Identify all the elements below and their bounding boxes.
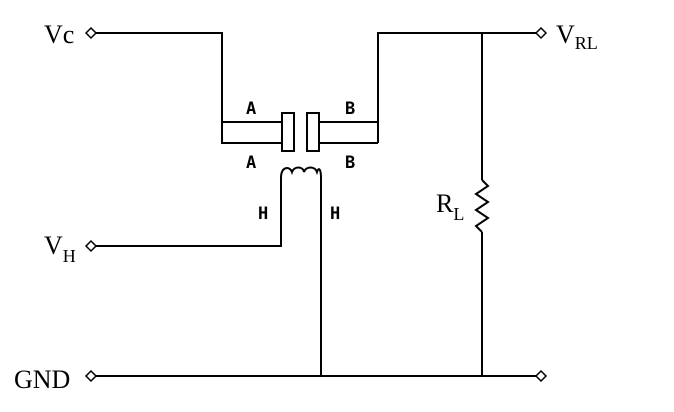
resistor-rl [474, 179, 490, 233]
wire-vc-to-electrode-a [96, 32, 282, 144]
terminal-vc [84, 26, 98, 40]
terminal-gnd-right [534, 369, 548, 383]
pin-label-b-top: B [345, 99, 355, 119]
label-gnd: GND [14, 365, 70, 394]
terminal-vrl [534, 26, 548, 40]
label-vrl: VRL [556, 20, 598, 53]
label-rl: RL [436, 189, 464, 224]
label-vh: VH [44, 231, 76, 266]
terminal-gnd [84, 369, 98, 383]
pin-label-a-bottom: A [246, 153, 256, 173]
electrode-a-plate [281, 112, 295, 152]
pin-label-a-top: A [246, 99, 256, 119]
wire-electrode-b-to-vrl [377, 32, 536, 143]
heater-coil [280, 166, 322, 179]
electrode-b-plate [306, 112, 320, 152]
pin-label-b-bottom: B [345, 153, 355, 173]
wire-heater-to-vh [96, 178, 282, 247]
pin-label-h-right: H [330, 204, 340, 224]
label-vc: Vc [44, 20, 74, 49]
pin-label-h-left: H [258, 204, 268, 224]
terminal-vh [84, 239, 98, 253]
